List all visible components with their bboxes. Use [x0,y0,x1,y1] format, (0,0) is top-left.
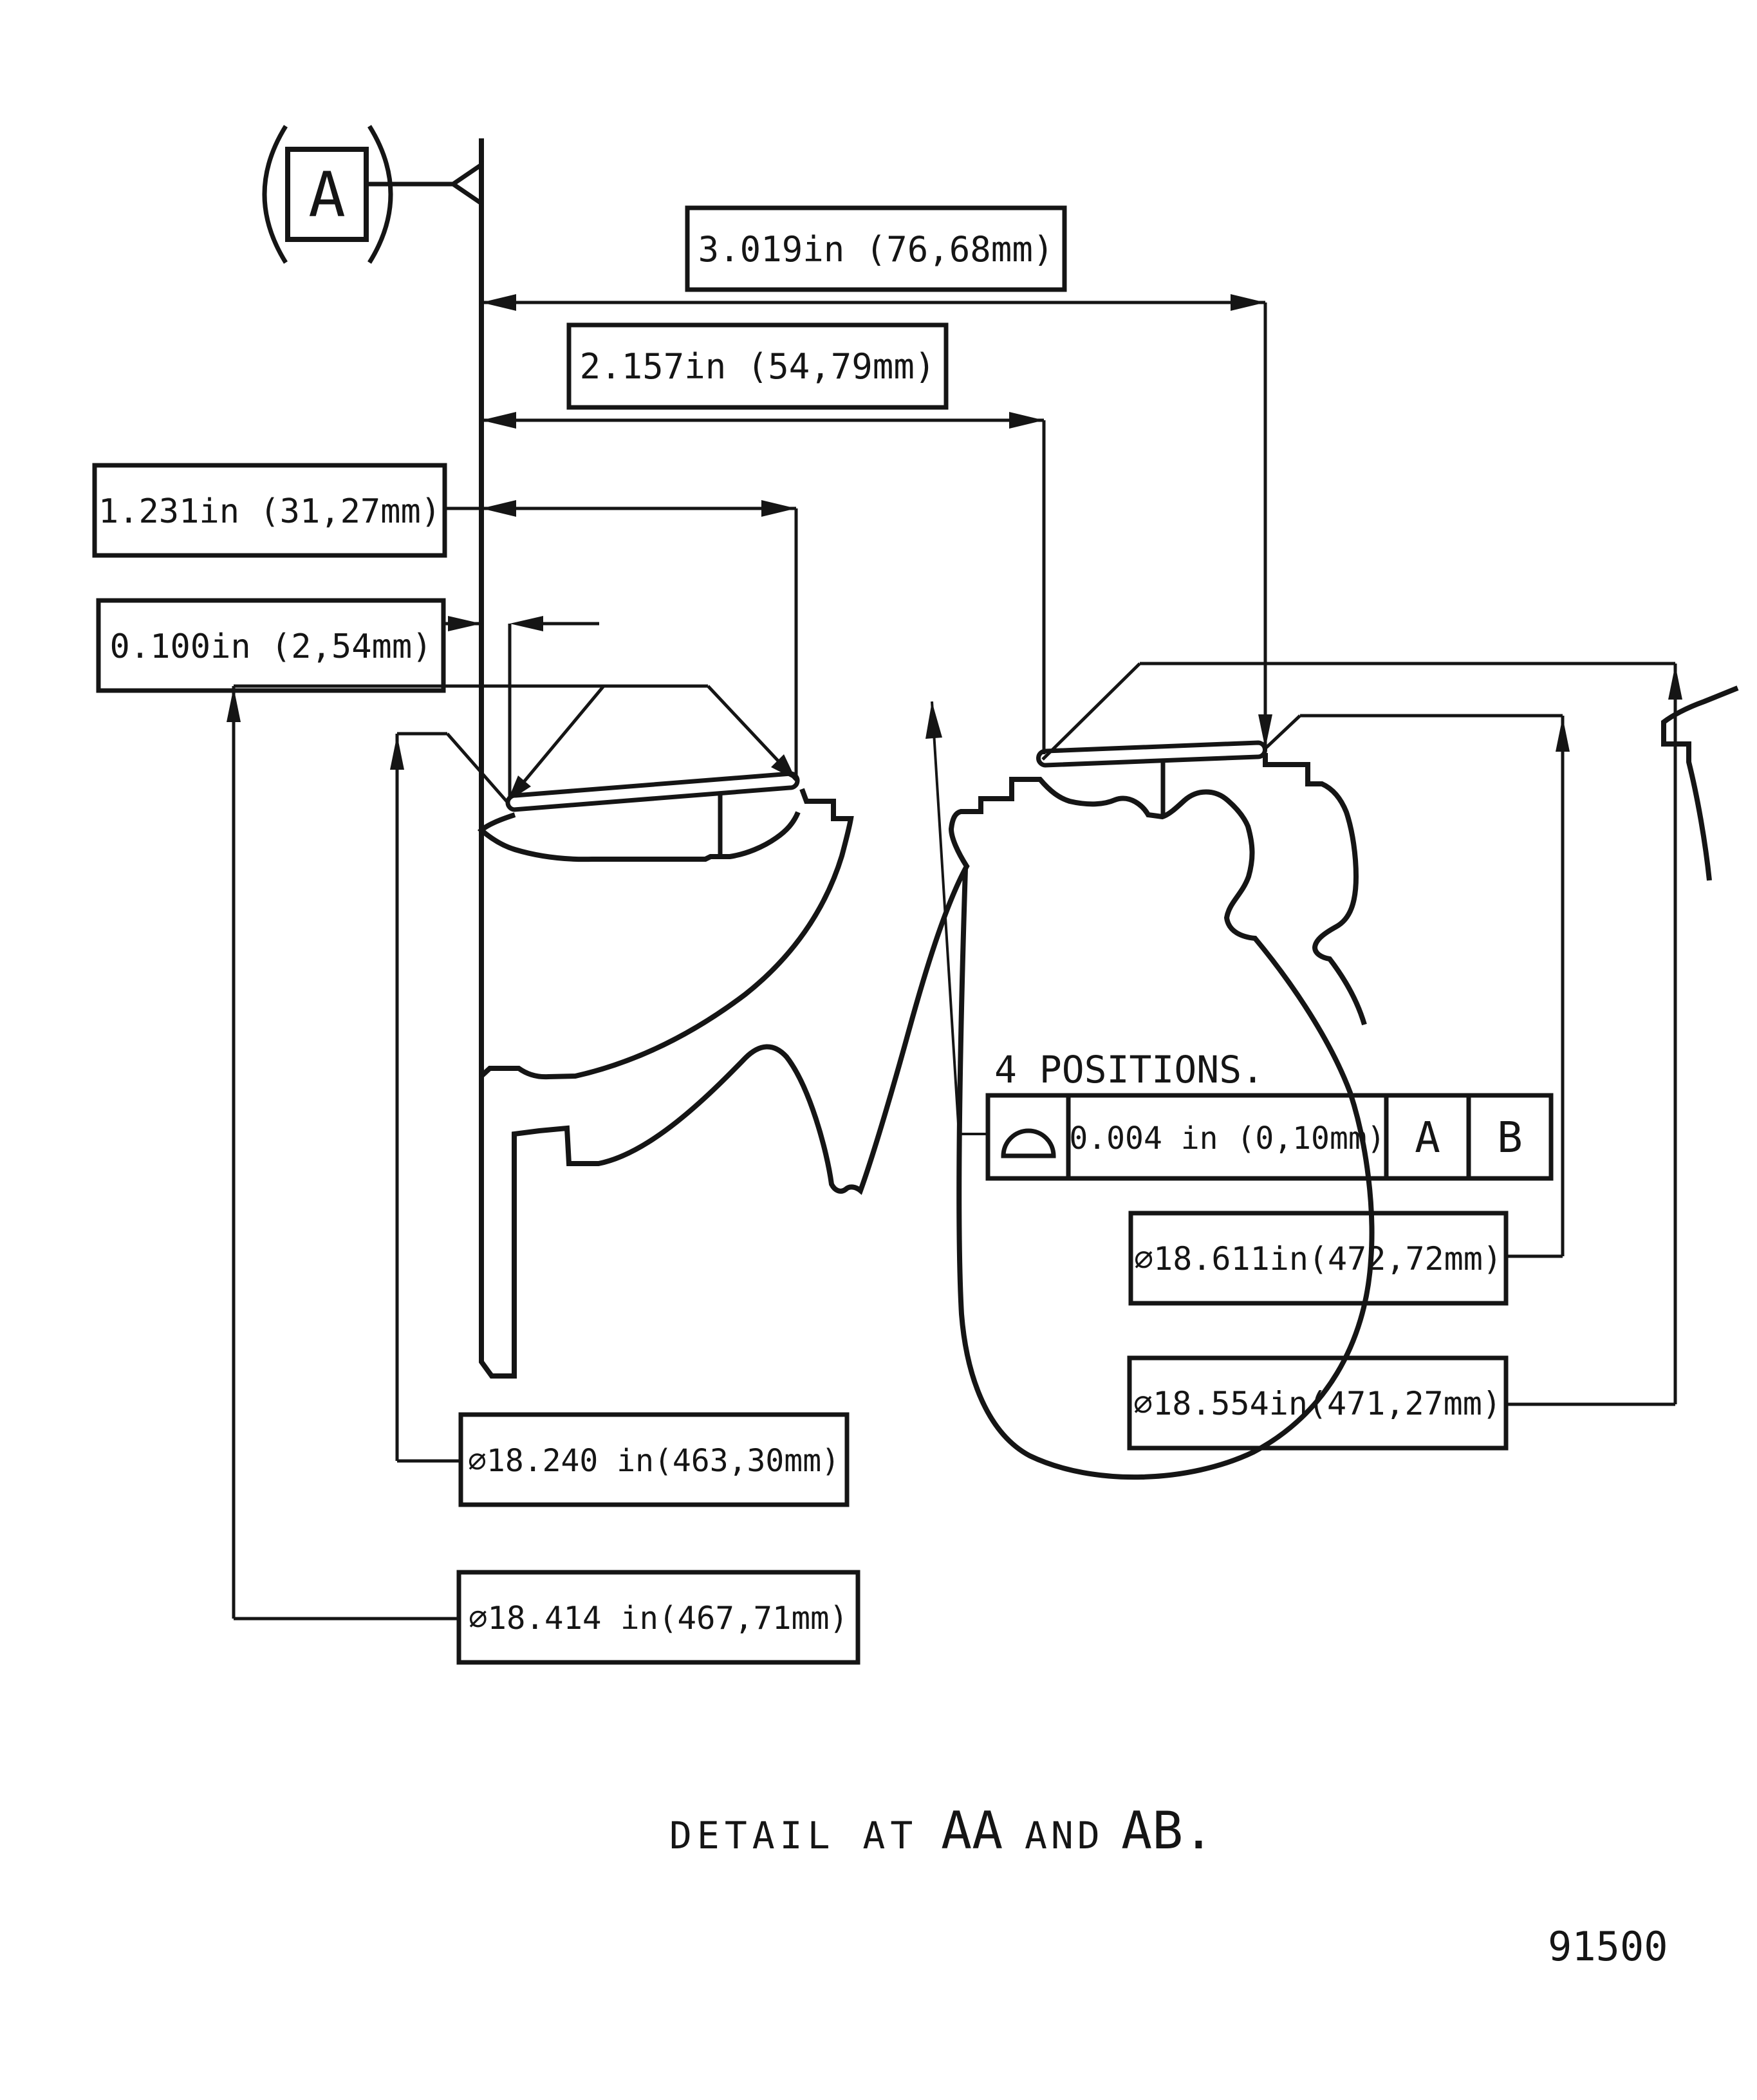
dim-2157-arrow-left [481,412,516,429]
d18414-up-arrow [227,687,241,722]
dim-3019-arrow-left [481,294,516,311]
dimension-boxes: 3.019in (76,68mm) 2.157in (54,79mm) 1.23… [92,205,1509,1665]
d18611-box [1128,1211,1509,1306]
d18554-slant [1041,662,1141,761]
fcf-tolerance-text: 0.004 in (0,10mm) [1069,1120,1385,1157]
d18611-slant [1264,714,1301,750]
feature-control-frame: 4 POSITIONS. 0.004 in (0,10mm) A B [925,701,1554,1181]
figure-number: 91500 [1548,1923,1668,1970]
d18240-text: ⌀18.240 in(463,30mm) [468,1443,840,1479]
fcf-datum-b: B [1497,1113,1523,1162]
profile-main-outline [479,138,1375,1480]
dim-2157-box [566,322,949,410]
dimension-lines [443,294,1272,798]
fcf-note: 4 POSITIONS. [994,1048,1264,1092]
d18240-up-arrow [390,735,404,770]
dim-0100-arrow-left [510,616,543,631]
d18554-up-arrow [1668,665,1682,700]
dim-0100-box [96,598,446,693]
dim-3019-box [685,205,1067,292]
dim-3019-extension-arrow [1258,714,1272,748]
d18611-up-arrow [1556,717,1570,752]
datum-triangle-icon [449,160,484,208]
dim-2157-arrow-right [1009,412,1044,429]
fcf-outer-box [985,1093,1554,1181]
d18611-text: ⌀18.611in(472,72mm) [1134,1240,1502,1278]
dim-0100-arrow-right [448,616,481,631]
captions: DETAIL AT AA AND AB. 91500 [669,1801,1668,1970]
fcf-leader-line [931,701,988,1135]
d18414-leg-arrow-left [507,776,531,802]
caption-aa: AA [941,1801,1003,1861]
fcf-datum-a: A [1415,1113,1440,1162]
d18554-box [1127,1355,1509,1451]
dim-2157-text: 2.157in (54,79mm) [580,346,936,387]
dim-3019-arrow-right [1231,294,1265,311]
d18414-box [456,1570,860,1665]
d18414-leg-arrow-right [771,754,796,780]
caption-detail-at: DETAIL AT [669,1814,918,1857]
dim-1231-arrow-right [761,500,796,517]
profile-inner-arm [479,788,854,1080]
fcf-leader-arrow [925,702,942,739]
d18554-text: ⌀18.554in(471,27mm) [1133,1385,1501,1422]
profile-far-right-shoulder [1661,685,1739,881]
caption-title: DETAIL AT AA AND AB. [669,1801,1214,1861]
land-ab [1036,740,1267,768]
datum-flag: A [262,125,484,264]
dim-1231-text: 1.231in (31,27mm) [98,492,441,531]
land-aa [505,771,800,812]
datum-paren-right [367,125,393,264]
part-profile [477,138,1739,1480]
d18240-box [458,1412,850,1507]
d18414-text: ⌀18.414 in(467,71mm) [469,1600,848,1637]
profile-right-steps [1263,753,1367,1026]
dim-1231-box [92,463,447,558]
caption-and: AND [1025,1814,1104,1857]
datum-paren-left [262,125,288,264]
dim-3019-text: 3.019in (76,68mm) [698,229,1054,270]
dim-0100-text: 0.100in (2,54mm) [110,627,432,666]
caption-ab: AB. [1121,1801,1214,1861]
profile-base-under-land-aa [477,811,801,862]
datum-label: A [308,159,346,231]
dim-1231-arrow-left [481,500,516,517]
profile-of-surface-icon [1001,1128,1056,1158]
diameter-leaders [227,662,1682,1621]
d18240-slant [446,732,508,803]
datum-box [285,147,369,242]
